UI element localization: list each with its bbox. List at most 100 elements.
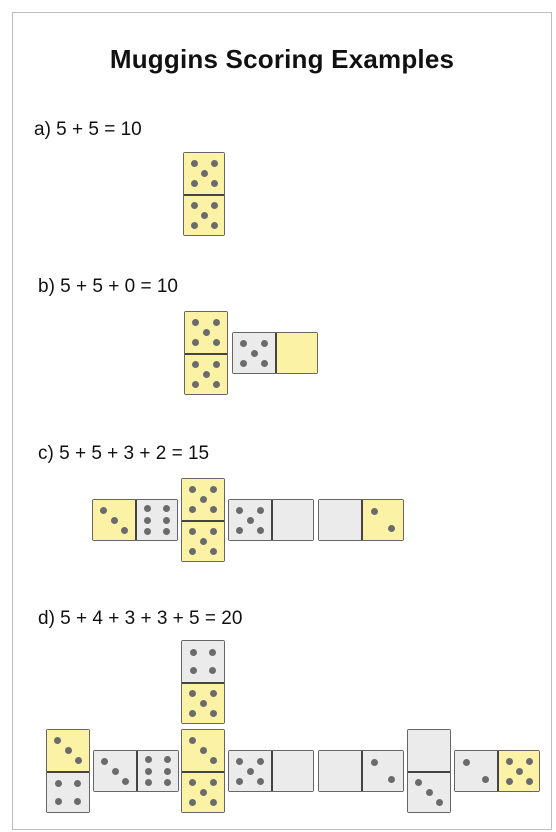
pip-dot [192,361,199,368]
pip-dot [189,528,196,535]
pip-dot [236,758,243,765]
domino-d7-second-half [408,771,450,812]
pip-dot [247,517,254,524]
pip-dot [200,700,207,707]
pip-dot [144,517,151,524]
pip-dot [144,528,151,535]
pip-dot [200,789,207,796]
pip-dot [213,361,220,368]
pip-dot [210,799,217,806]
pip-dot [211,202,218,209]
pip-dot [192,339,199,346]
domino-d5-first-half [229,751,271,791]
pip-dot [192,319,199,326]
domino-c4 [318,499,404,541]
domino-a1 [183,152,225,236]
pip-dot [145,779,152,786]
pip-dot [210,710,217,717]
pip-dot [100,507,107,514]
domino-d4-second-half [136,751,178,791]
domino-d3-first-half [182,730,224,771]
pip-dot [388,525,395,532]
pip-dot [388,776,395,783]
pip-dot [54,737,61,744]
domino-c4-second-half [361,500,403,540]
domino-d2-second-half [182,682,224,723]
domino-d1-second-half [47,771,89,812]
domino-d4 [93,750,179,792]
pip-dot [190,649,197,656]
pip-dot [210,548,217,555]
pip-dot [415,779,422,786]
pip-dot [251,350,258,357]
pip-dot [144,505,151,512]
pip-dot [112,768,119,775]
pip-dot [247,768,254,775]
pip-dot [191,180,198,187]
domino-a1-second-half [184,194,224,235]
pip-dot [191,202,198,209]
example-a-label: a) 5 + 5 = 10 [34,119,142,141]
pip-dot [257,758,264,765]
pip-dot [145,768,152,775]
domino-d3-second-half [182,771,224,812]
domino-d6 [318,750,404,792]
domino-c3 [228,499,314,541]
example-c-label: c) 5 + 5 + 3 + 2 = 15 [38,443,209,465]
pip-dot [526,758,533,765]
pip-dot [236,527,243,534]
pip-dot [121,527,128,534]
pip-dot [101,758,108,765]
pip-dot [74,780,81,787]
pip-dot [240,360,247,367]
pip-dot [210,486,217,493]
domino-c4-first-half [319,500,361,540]
pip-dot [210,690,217,697]
pip-dot [261,340,268,347]
pip-dot [213,319,220,326]
pip-dot [200,538,207,545]
domino-d1 [46,729,90,813]
domino-d5 [228,750,314,792]
pip-dot [189,548,196,555]
pip-dot [164,756,171,763]
pip-dot [371,508,378,515]
domino-b1-first-half [185,312,227,353]
pip-dot [203,371,210,378]
pip-dot [203,329,210,336]
pip-dot [210,757,217,764]
example-d-label: d) 5 + 4 + 3 + 3 + 5 = 20 [38,608,242,630]
pip-dot [436,799,443,806]
pip-dot [189,799,196,806]
pip-dot [111,517,118,524]
pip-dot [236,778,243,785]
pip-dot [190,667,197,674]
pip-dot [210,528,217,535]
domino-d8-first-half [455,751,497,791]
pip-dot [200,496,207,503]
pip-dot [482,776,489,783]
pip-dot [55,780,62,787]
pip-dot [371,759,378,766]
domino-b2 [232,332,318,374]
pip-dot [201,212,208,219]
pip-dot [65,747,72,754]
pip-dot [211,222,218,229]
domino-d7-first-half [408,730,450,771]
pip-dot [189,737,196,744]
pip-dot [200,747,207,754]
pip-dot [189,779,196,786]
domino-b1-second-half [185,353,227,394]
domino-d1-first-half [47,730,89,771]
domino-c1-first-half [93,500,135,540]
pip-dot [55,798,62,805]
domino-c1 [92,499,178,541]
pip-dot [257,527,264,534]
domino-c2-first-half [182,479,224,520]
domino-b2-first-half [233,333,275,373]
domino-d2-first-half [182,641,224,682]
domino-d8-second-half [497,751,539,791]
pip-dot [236,507,243,514]
pip-dot [192,381,199,388]
pip-dot [189,486,196,493]
